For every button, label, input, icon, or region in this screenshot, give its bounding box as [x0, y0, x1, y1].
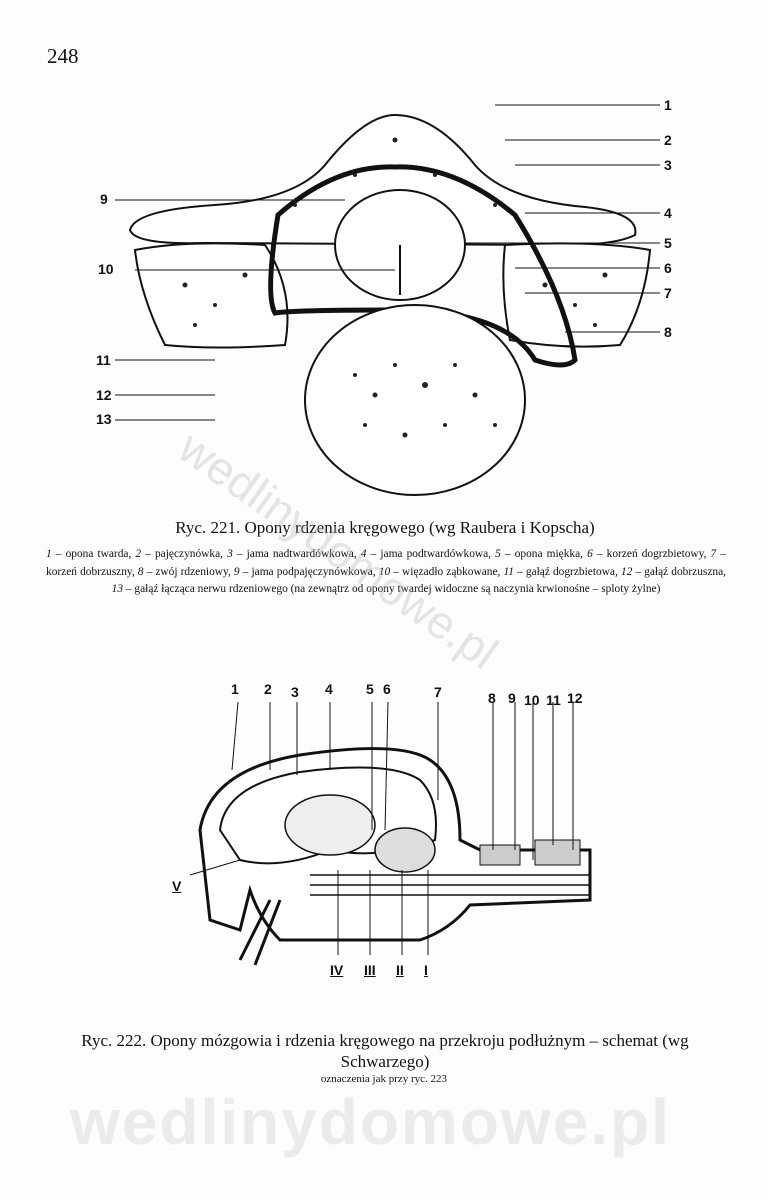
fig221-label-12: 12: [96, 387, 112, 403]
legend-text: – korzeń dogrzbietowy,: [592, 548, 711, 560]
fig222-label-III: III: [364, 962, 376, 978]
legend-text: – zwój rdzeniowy,: [143, 565, 234, 578]
legend-num: 11: [503, 565, 514, 578]
fig222-label-10: 10: [524, 692, 540, 708]
legend-num: 10: [378, 565, 391, 578]
fig221-label-13: 13: [96, 411, 112, 427]
legend-num: 13: [111, 583, 124, 595]
legend-num: 5: [495, 548, 501, 560]
legend-text: – opona twarda,: [51, 548, 136, 560]
legend-text: – opona miękka,: [500, 548, 588, 560]
legend-num: 12: [620, 565, 633, 578]
fig222-label-I: I: [424, 962, 428, 978]
legend-num: 1: [46, 548, 52, 560]
legend-text: – jama nadtwardówkowa,: [232, 548, 361, 560]
legend-num: 6: [587, 548, 593, 560]
legend-num: 4: [360, 548, 367, 560]
legend-text: – gałąź dobrzuszna,: [632, 565, 727, 578]
fig221-label-6: 6: [664, 260, 672, 276]
fig222-label-8: 8: [488, 690, 496, 706]
fig222-label-II: II: [396, 962, 404, 978]
fig221-label-2: 2: [664, 132, 672, 148]
page-number: 248: [47, 44, 79, 68]
fig221-label-3: 3: [664, 157, 672, 173]
legend-text: – jama podpajęczynówkowa,: [239, 565, 379, 578]
fig222-label-4: 4: [325, 681, 333, 697]
watermark: wedlinydomowe.pl: [70, 1086, 671, 1158]
legend-num: 7: [710, 548, 717, 560]
brain-meninges-sagittal-illustration: [189, 701, 592, 966]
legend-text: – więzadło ząbkowane,: [390, 565, 504, 578]
fig222-label-12: 12: [567, 690, 583, 706]
legend-text: – gałąź dogrzbietowa,: [513, 565, 621, 578]
fig221-label-9: 9: [100, 191, 108, 207]
figure-222-note: oznaczenia jak przy ryc. 223: [320, 1073, 448, 1085]
legend-text: – korzeń dobrzuszny,: [46, 548, 727, 578]
figure-222-caption: Ryc. 222. Opony mózgowia i rdzenia kręgo…: [81, 1031, 689, 1071]
fig222-label-IV: IV: [330, 962, 344, 978]
fig222-label-6: 6: [383, 681, 391, 697]
legend-text: – pajęczynówka,: [141, 548, 228, 560]
fig222-label-V: V: [172, 878, 182, 894]
fig222-label-9: 9: [508, 690, 516, 706]
fig222-label-11: 11: [546, 692, 561, 708]
fig221-label-10: 10: [98, 261, 114, 277]
fig221-label-4: 4: [664, 205, 672, 221]
figure-221-legend: 1 – opona twarda, 2 – pajęczynówka, 3 – …: [46, 546, 726, 599]
fig221-label-8: 8: [664, 324, 672, 340]
legend-num: 9: [233, 565, 240, 578]
fig222-label-7: 7: [434, 684, 442, 700]
legend-text: – gałąź łącząca nerwu rdzeniowego (na ze…: [123, 583, 661, 595]
legend-num: 8: [137, 565, 144, 578]
fig222-label-3: 3: [291, 684, 299, 700]
figure-221-caption: Ryc. 221. Opony rdzenia kręgowego (wg Ra…: [175, 518, 595, 537]
fig222-label-2: 2: [264, 681, 272, 697]
fig222-label-1: 1: [231, 681, 239, 697]
spinal-cord-cross-section-illustration: [115, 104, 660, 496]
legend-text: – jama podtwardówkowa,: [366, 548, 496, 560]
legend-num: 3: [227, 548, 233, 560]
fig221-label-7: 7: [664, 285, 672, 301]
fig221-label-5: 5: [664, 235, 672, 251]
legend-num: 2: [135, 548, 142, 560]
fig221-label-11: 11: [96, 352, 111, 368]
fig222-label-5: 5: [366, 681, 374, 697]
fig221-label-1: 1: [664, 97, 672, 113]
